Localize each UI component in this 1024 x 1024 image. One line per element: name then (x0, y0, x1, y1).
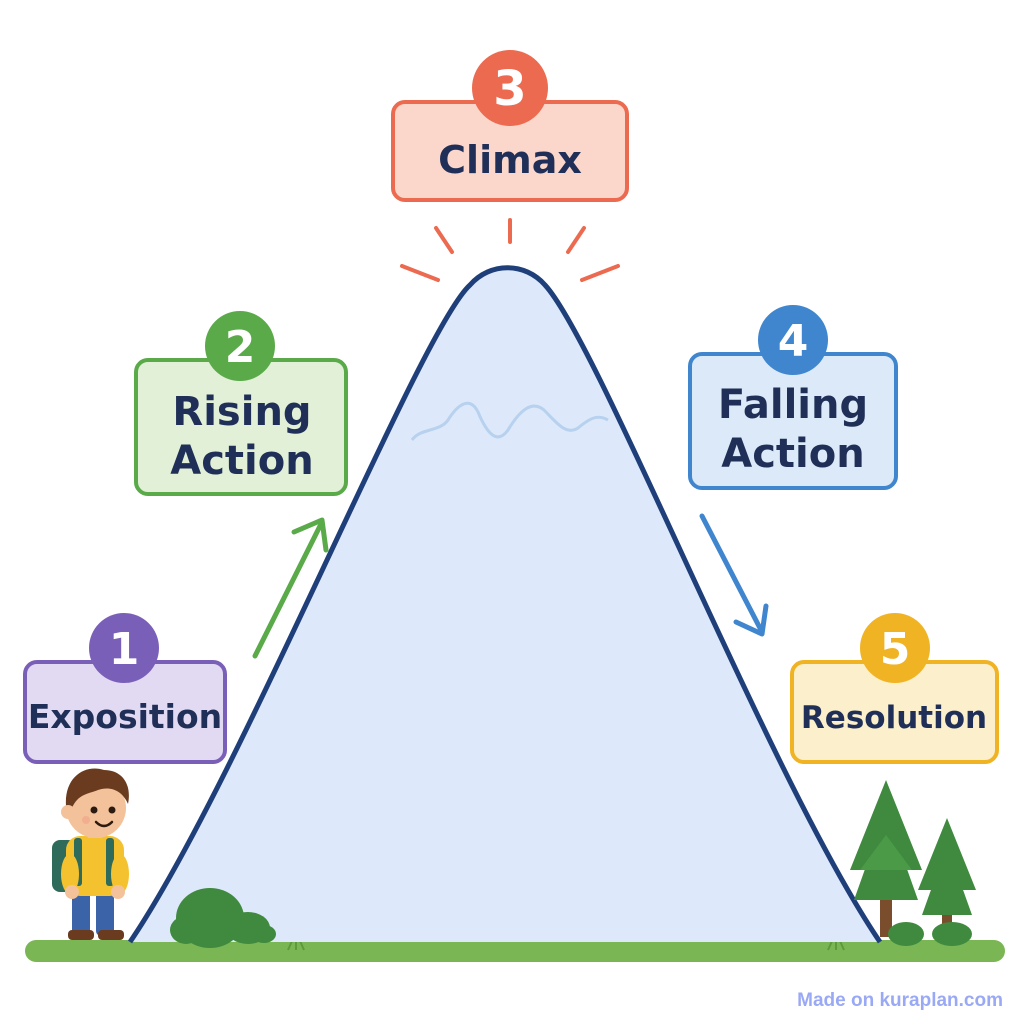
mountain-body (130, 267, 880, 942)
stage-rising-action-label-line1: Rising (172, 389, 311, 435)
mountain-snowcap (410, 401, 609, 441)
rising-arrow-icon (252, 517, 329, 659)
stage-resolution-label: Resolution (801, 700, 987, 736)
stage-resolution: Resolution 5 (790, 613, 999, 764)
stage-rising-action: Rising Action 2 (134, 311, 348, 496)
hiker-child-icon (52, 768, 129, 940)
bush-icon (170, 888, 276, 948)
stage-exposition-label: Exposition (28, 697, 222, 736)
stage-2-badge (205, 311, 275, 381)
grass-tufts (287, 939, 845, 951)
falling-arrow-icon (699, 513, 769, 637)
stage-falling-action-label-line2: Action (721, 431, 864, 477)
stage-rising-action-label-line2: Action (170, 438, 313, 484)
stage-1-badge (89, 613, 159, 683)
stage-4-number: 4 (778, 316, 809, 367)
stage-1-number: 1 (109, 624, 140, 675)
stage-climax-label: Climax (438, 138, 582, 182)
footer-credit[interactable]: Made on kuraplan.com (797, 990, 1003, 1011)
climax-spark-icon (400, 218, 620, 282)
stage-5-number: 5 (880, 624, 911, 675)
mountain-outline (127, 265, 883, 944)
stage-falling-action-label-line1: Falling (718, 382, 868, 428)
stage-3-badge (472, 50, 548, 126)
stage-climax: Climax 3 (391, 50, 629, 202)
story-mountain (127, 265, 883, 944)
pine-trees-icon (850, 780, 976, 946)
stage-exposition: Exposition 1 (23, 613, 227, 764)
stage-4-badge (758, 305, 828, 375)
stage-3-number: 3 (493, 61, 526, 117)
ground (25, 940, 1005, 962)
stage-falling-action: Falling Action 4 (688, 305, 898, 490)
stage-5-badge (860, 613, 930, 683)
stage-2-number: 2 (225, 322, 256, 373)
